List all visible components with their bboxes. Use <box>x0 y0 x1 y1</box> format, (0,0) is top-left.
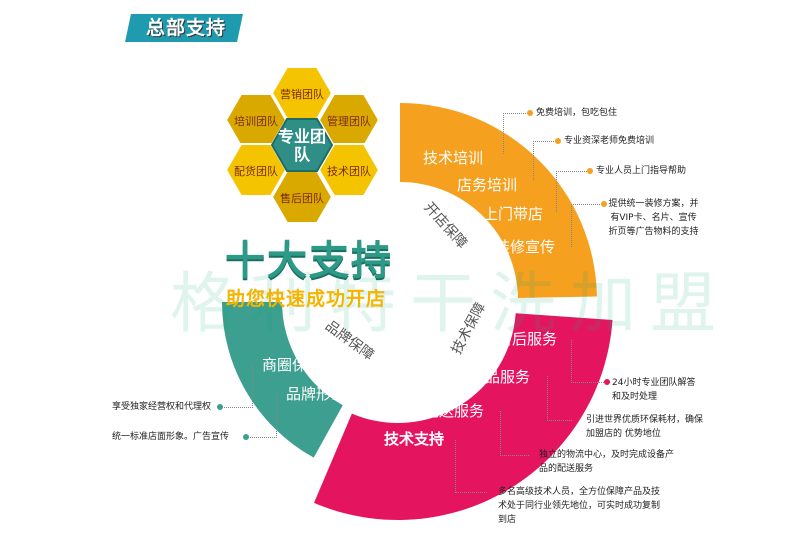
callout-dot <box>217 404 223 410</box>
item-area-protection: 商圈保护 <box>262 356 323 374</box>
callout-dot <box>601 201 607 207</box>
callout-line <box>533 141 556 180</box>
callout-dot <box>573 417 579 423</box>
item-onsite-guidance: 上门带店 <box>483 205 544 223</box>
item-brand-image: 品牌形象 <box>286 385 347 403</box>
callout-dot <box>604 379 610 385</box>
hex-professional-team: 专业团队 <box>278 127 327 164</box>
note-onsite-help: 专业人员上门指导帮助 <box>596 166 687 176</box>
hex-management-team: 管理团队 <box>327 115 371 128</box>
hex-aftersales-team: 售后团队 <box>280 192 324 205</box>
item-delivery-service: 配送服务 <box>424 402 485 420</box>
note-senior-teachers: 专业资深老师免费培训 <box>564 136 655 146</box>
hex-center <box>270 118 334 172</box>
note-senior-technicians: 多名高级技术人员，全方位保障产品及技术处于同行业领先地位，可实时成功复制到店 <box>498 487 661 525</box>
callout-line <box>455 440 491 493</box>
ring-segment-opening <box>400 103 597 298</box>
main-title: 十大支持 <box>225 238 393 284</box>
item-product-service: 产品服务 <box>470 368 531 386</box>
header-badge: 总部支持 <box>145 17 226 39</box>
hex-delivery-team: 配货团队 <box>234 165 278 178</box>
item-aftersales: 售后服务 <box>497 330 558 348</box>
callout-line <box>571 340 610 383</box>
note-quality-materials: 引进世界优质环保耗材，确保加盟店的 优势地位 <box>586 415 704 439</box>
ring-segment-tech <box>313 313 613 520</box>
hex-marketing-team: 营销团队 <box>280 88 324 101</box>
note-logistics: 独立的物流中心，及时完成设备产品的配送服务 <box>539 450 675 474</box>
item-tech-training: 技术培训 <box>423 149 484 167</box>
callout-line <box>571 204 602 247</box>
callout-dot <box>530 452 536 458</box>
note-exclusive-rights: 享受独家经营权和代理权 <box>112 402 212 412</box>
callout-dot <box>555 138 561 144</box>
watermark: 格利特干洗加盟 <box>170 265 730 342</box>
callout-line <box>547 376 576 421</box>
item-store-training: 店务培训 <box>457 176 518 194</box>
sub-title: 助您快速成功开店 <box>226 288 387 310</box>
callout-dot <box>243 434 249 440</box>
callout-line <box>247 393 277 438</box>
callout-dot <box>587 168 593 174</box>
note-unified-image: 统一标准店面形象。广告宣传 <box>112 432 230 442</box>
callout-dot <box>488 489 494 495</box>
note-decoration-support: 提供统一装修方案，并有VIP卡、名片、宣传折页等广告物料的支持 <box>608 199 699 237</box>
note-24h-service: 24小时专业团队解答和及时处理 <box>612 378 696 402</box>
callout-line <box>500 411 533 456</box>
callout-line <box>503 113 530 154</box>
callout-line <box>556 171 589 212</box>
ring-segment-brand <box>222 302 343 458</box>
callout-dot <box>527 110 533 116</box>
item-decoration-promo: 装修宣传 <box>495 238 556 256</box>
item-tech-support: 技术支持 <box>384 430 445 448</box>
callout-line <box>222 365 253 408</box>
hex-tech-team: 技术团队 <box>327 165 371 178</box>
hex-training-team: 培训团队 <box>234 115 278 128</box>
hex-delivery <box>224 143 288 197</box>
hex-tech <box>317 143 381 197</box>
note-free-training: 免费培训，包吃包住 <box>536 108 618 118</box>
